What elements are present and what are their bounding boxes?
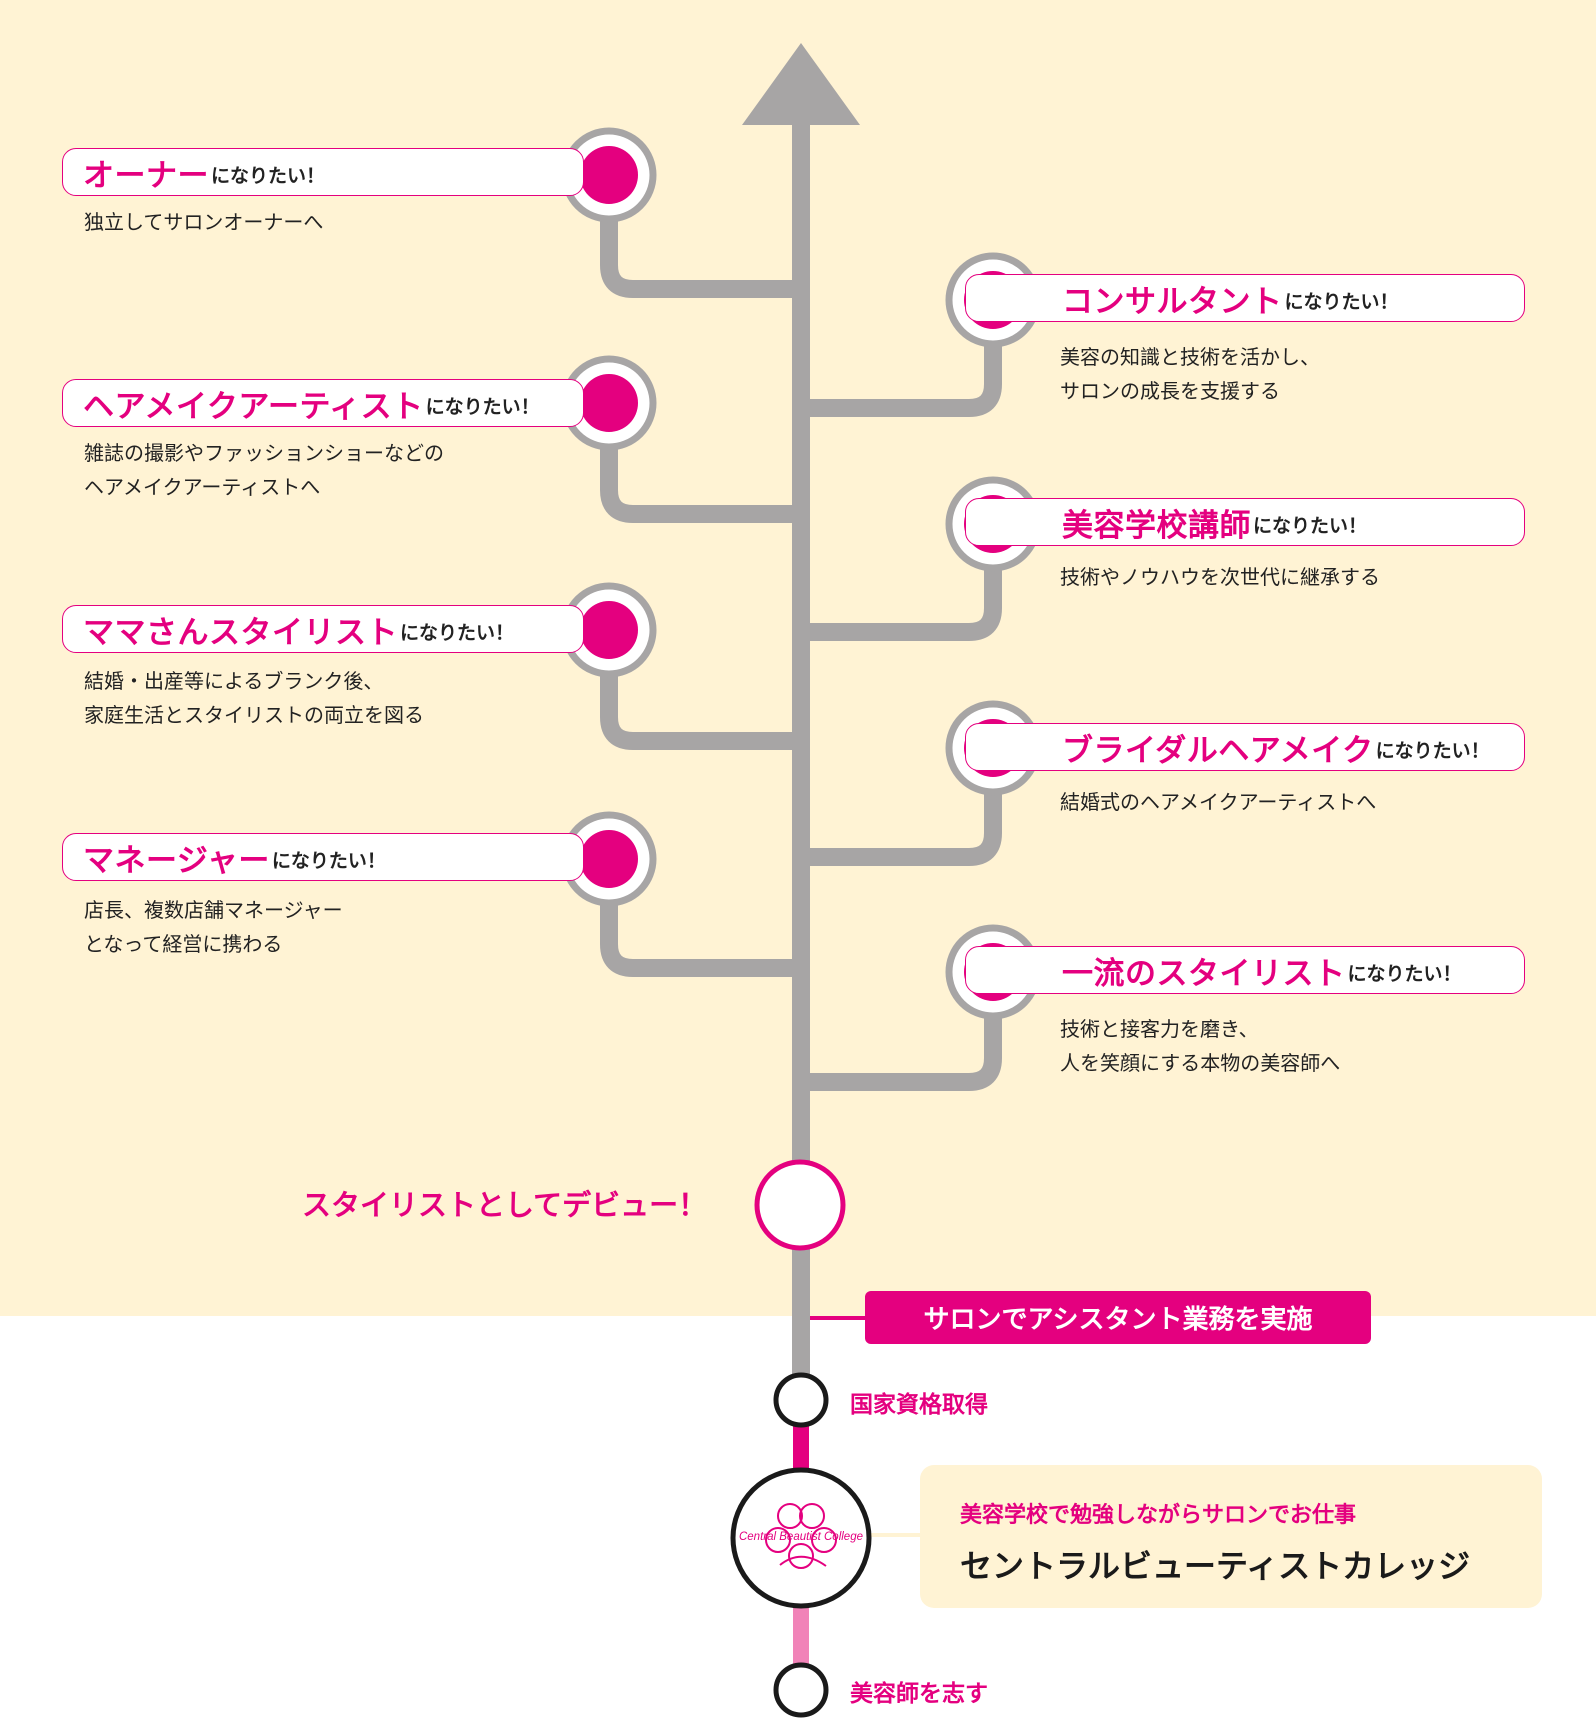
arrow-head — [742, 43, 860, 125]
desc-line: 美容の知識と技術を活かし、 — [1060, 345, 1320, 369]
goal-suffix: になりたい！ — [1253, 514, 1368, 537]
goal-title-mama: ママさんスタイリスト になりたい！ — [62, 605, 584, 653]
desc-line: 人を笑顔にする本物の美容師へ — [1060, 1051, 1341, 1075]
goal-desc-mama: 結婚・出産等によるブランク後、 家庭生活とスタイリストの両立を図る — [84, 664, 424, 732]
node-mama — [561, 582, 657, 678]
logo-text: Central Beautist College — [739, 1531, 863, 1543]
goal-suffix: になりたい！ — [1347, 962, 1462, 985]
school-logo: Central Beautist College — [730, 1467, 872, 1609]
node-hairmake — [561, 355, 657, 451]
license-label: 国家資格取得 — [850, 1392, 988, 1418]
goal-desc-manager: 店長、複数店舗マネージャー となって経営に携わる — [84, 893, 343, 961]
goal-title-owner: オーナー になりたい！ — [62, 148, 584, 196]
goal-title-text: ヘアメイクアーティスト — [83, 388, 424, 425]
goal-title-text: コンサルタント — [1062, 283, 1283, 320]
node-license — [773, 1372, 829, 1428]
branch-owner — [600, 175, 801, 298]
goal-title-stylist: 一流のスタイリスト になりたい！ — [965, 946, 1525, 994]
goal-suffix: になりたい！ — [271, 849, 386, 872]
goal-title-bridal: ブライダルヘアメイク になりたい！ — [965, 723, 1525, 771]
school-subtitle: 美容学校で勉強しながらサロンでお仕事 — [960, 1503, 1357, 1528]
goal-desc-consultant: 美容の知識と技術を活かし、 サロンの成長を支援する — [1060, 340, 1320, 408]
goal-title-text: マネージャー — [83, 842, 270, 879]
goal-suffix: になりたい！ — [425, 395, 540, 418]
goal-suffix: になりたい！ — [211, 164, 326, 187]
node-manager — [561, 811, 657, 907]
goal-title-manager: マネージャー になりたい！ — [62, 833, 584, 881]
desc-line: ヘアメイクアーティストへ — [84, 475, 321, 499]
desc-line: 家庭生活とスタイリストの両立を図る — [84, 703, 424, 727]
desc-line: 結婚式のヘアメイクアーティストへ — [1060, 790, 1377, 814]
goal-desc-bridal: 結婚式のヘアメイクアーティストへ — [1060, 785, 1376, 819]
goal-suffix: になりたい！ — [1284, 290, 1399, 313]
goal-title-consultant: コンサルタント になりたい！ — [965, 274, 1525, 322]
flower-icon — [765, 1503, 837, 1569]
goal-title-text: 一流のスタイリスト — [1062, 955, 1346, 992]
branch-hairmake — [600, 403, 801, 523]
desc-line: 雑誌の撮影やファッションショーなどの — [84, 441, 444, 465]
desc-line: となって経営に携わる — [84, 932, 283, 956]
desc-line: 結婚・出産等によるブランク後、 — [84, 669, 384, 693]
branch-manager — [600, 859, 801, 977]
goal-title-text: 美容学校講師 — [1062, 507, 1251, 544]
goal-desc-teacher: 技術やノウハウを次世代に継承する — [1060, 560, 1380, 594]
goal-suffix: になりたい！ — [1375, 739, 1490, 762]
desc-line: 独立してサロンオーナーへ — [84, 210, 324, 234]
salon-assistant-label: サロンでアシスタント業務を実施 — [865, 1291, 1371, 1344]
branch-stylist — [801, 972, 1002, 1091]
goal-suffix: になりたい！ — [400, 621, 515, 644]
node-start — [773, 1662, 829, 1718]
desc-line: 店長、複数店舗マネージャー — [84, 898, 343, 922]
desc-line: 技術と接客力を磨き、 — [1060, 1017, 1259, 1041]
goal-desc-stylist: 技術と接客力を磨き、 人を笑顔にする本物の美容師へ — [1060, 1012, 1340, 1080]
desc-line: サロンの成長を支援する — [1060, 379, 1280, 403]
goal-title-text: ママさんスタイリスト — [83, 614, 398, 651]
branch-bridal — [801, 748, 1002, 866]
branch-mama — [600, 630, 801, 750]
goal-title-teacher: 美容学校講師 になりたい！ — [965, 498, 1525, 546]
debut-label: スタイリストとしてデビュー！ — [302, 1188, 708, 1222]
node-debut — [754, 1159, 846, 1251]
goal-desc-owner: 独立してサロンオーナーへ — [84, 205, 323, 239]
school-info-box: 美容学校で勉強しながらサロンでお仕事 セントラルビューティストカレッジ — [920, 1465, 1542, 1608]
goal-title-hairmake: ヘアメイクアーティスト になりたい！ — [62, 379, 584, 427]
goal-desc-hairmake: 雑誌の撮影やファッションショーなどの ヘアメイクアーティストへ — [84, 436, 444, 504]
school-name: セントラルビューティストカレッジ — [960, 1547, 1471, 1585]
node-owner — [561, 127, 657, 223]
goal-title-text: ブライダルヘアメイク — [1062, 732, 1374, 769]
start-label: 美容師を志す — [850, 1681, 988, 1707]
branch-teacher — [801, 524, 1002, 641]
desc-line: 技術やノウハウを次世代に継承する — [1060, 565, 1380, 589]
goal-title-text: オーナー — [83, 157, 209, 194]
branch-consultant — [801, 300, 1002, 417]
